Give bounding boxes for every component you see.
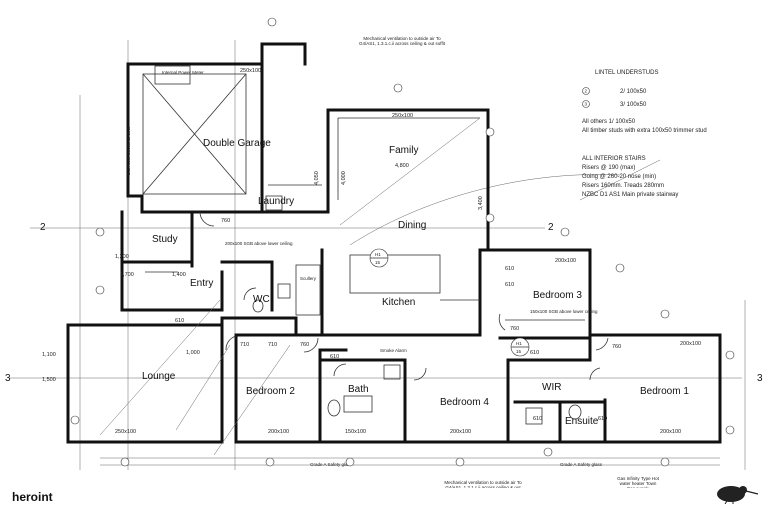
family-dining bbox=[326, 108, 490, 250]
annotations: 250x100 250x100 250x100 200x100 150x100 … bbox=[42, 68, 701, 467]
dim-4800: 4,800 bbox=[395, 163, 409, 169]
room-label-double-garage: Double Garage bbox=[203, 138, 271, 149]
bird-logo-icon bbox=[717, 486, 759, 504]
room-label-family: Family bbox=[389, 145, 418, 156]
dim-610-ensuite-b: 610 bbox=[598, 416, 607, 422]
room-label-ensuite: Ensuite bbox=[565, 416, 599, 427]
notes-bubble-3: 3 bbox=[585, 102, 588, 107]
laundry bbox=[194, 108, 330, 214]
garage-door: 2.3x4.8m Sectional door bbox=[126, 126, 131, 175]
lintel-bed1-top: 200x100 bbox=[680, 341, 701, 347]
dim-710-b: 710 bbox=[268, 342, 277, 348]
h1-label-2: H1 bbox=[516, 341, 522, 346]
room-label-entry: Entry bbox=[190, 278, 213, 289]
garage bbox=[126, 42, 307, 214]
dim-1200: 1,200 bbox=[115, 254, 129, 260]
watermark-bar bbox=[0, 488, 768, 512]
grade-a-bottom: Grade A Safety glass bbox=[310, 462, 353, 467]
lintel-family: 250x100 bbox=[392, 113, 413, 119]
study-entry bbox=[120, 210, 274, 312]
grade-a-bottom-2: Grade A Safety glass bbox=[560, 462, 603, 467]
lintel-bed1: 200x100 bbox=[660, 429, 681, 435]
h1-number-2: 15 bbox=[516, 349, 522, 354]
lintel-bed2: 200x100 bbox=[268, 429, 289, 435]
notes-going: Going @ 260-20 nose (min) bbox=[582, 174, 656, 180]
bedroom-3 bbox=[478, 248, 592, 340]
room-label-bedroom-2: Bedroom 2 bbox=[246, 386, 295, 397]
notes-item-2: 2/ 100x50 bbox=[620, 89, 647, 95]
lintel-bed3: 200x100 bbox=[555, 258, 576, 264]
south-wing bbox=[66, 316, 722, 444]
dim-3400: 3,400 bbox=[478, 196, 484, 210]
notes-stairs-title: ALL INTERIOR STAIRS bbox=[582, 156, 646, 162]
room-label-wir: WIR bbox=[542, 382, 561, 393]
room-labels: Double Garage Laundry Family Dining Stud… bbox=[142, 138, 689, 427]
dim-710-a: 710 bbox=[240, 342, 249, 348]
grid-markers: 2 2 3 3 bbox=[5, 222, 763, 384]
notes-bubble-2: 2 bbox=[585, 89, 588, 94]
dim-760-bed3: 760 bbox=[510, 326, 519, 332]
beam-sgb-2: 150x100 SGB above lower ceiling bbox=[530, 309, 598, 314]
room-label-bedroom-3: Bedroom 3 bbox=[533, 290, 582, 301]
notes-nzbc: NZBC D1 AS1 Main private stairway bbox=[582, 192, 678, 198]
wc-fixture bbox=[252, 283, 291, 313]
grid-3-right: 3 bbox=[757, 373, 763, 384]
smoke-alarm-bath: Smoke Alarm bbox=[380, 348, 407, 353]
room-label-bedroom-4: Bedroom 4 bbox=[440, 397, 489, 408]
dim-1700: 1,700 bbox=[120, 272, 134, 278]
mech-note-top: Mechanical ventilation to outside air To… bbox=[359, 36, 445, 46]
room-label-dining: Dining bbox=[398, 220, 426, 231]
room-label-bath: Bath bbox=[348, 384, 369, 395]
grid-2-left: 2 bbox=[40, 222, 46, 233]
notes-riser-treads: Risers 160mm. Treads 280mm bbox=[582, 183, 664, 189]
dim-760-bed1: 760 bbox=[612, 344, 621, 350]
dim-4050: 4,050 bbox=[314, 171, 320, 185]
room-label-lounge: Lounge bbox=[142, 371, 176, 382]
h1-marker: H1 15 H1 15 bbox=[369, 248, 530, 357]
dim-610-ensuite: 610 bbox=[533, 416, 542, 422]
room-label-wc: WC bbox=[253, 294, 270, 305]
dim-610-bed3-b: 610 bbox=[505, 282, 514, 288]
h1-number: 15 bbox=[375, 260, 381, 265]
dim-610-bed3-a: 610 bbox=[505, 266, 514, 272]
notes-risers: Risers @ 190 (max) bbox=[582, 165, 635, 171]
dim-760-laundry: 760 bbox=[221, 218, 230, 224]
window-markers bbox=[70, 17, 735, 467]
dim-1000: 1,000 bbox=[186, 350, 200, 356]
dim-610-bath: 610 bbox=[330, 354, 339, 360]
notes-title: LINTEL UNDERSTUDS bbox=[595, 70, 658, 76]
dim-760-bed2: 760 bbox=[300, 342, 309, 348]
grid-2-right: 2 bbox=[548, 222, 554, 233]
brand-watermark: heroint bbox=[12, 490, 53, 504]
h1-label: H1 bbox=[375, 252, 381, 257]
notes-all-timber: All timber studs with extra 100x50 trimm… bbox=[582, 128, 707, 134]
dim-610-wir: 610 bbox=[530, 350, 539, 356]
room-label-scullery: Scullery bbox=[300, 276, 317, 281]
dim-1500: 1,500 bbox=[42, 377, 56, 383]
grid-3-left: 3 bbox=[5, 373, 11, 384]
lintel-lounge: 250x100 bbox=[115, 429, 136, 435]
room-label-kitchen: Kitchen bbox=[382, 297, 415, 308]
lintel-bed4: 200x100 bbox=[450, 429, 471, 435]
bath-fixtures bbox=[327, 364, 582, 425]
dim-4000: 4,000 bbox=[341, 171, 347, 185]
room-label-study: Study bbox=[152, 234, 178, 245]
notes-item-3: 3/ 100x50 bbox=[620, 102, 647, 108]
dim-1400: 1,400 bbox=[172, 272, 186, 278]
beam-sgb: 200x100 SGB above lower ceiling bbox=[225, 241, 293, 246]
door-swings bbox=[199, 211, 609, 381]
notes-all-others: All others 1/ 100x50 bbox=[582, 119, 636, 125]
lintel-bath: 150x100 bbox=[345, 429, 366, 435]
dim-610-entry: 610 bbox=[175, 318, 184, 324]
dim-1100: 1,100 bbox=[42, 352, 56, 358]
room-label-laundry: Laundry bbox=[258, 196, 294, 207]
lintel-garage: 250x100 bbox=[240, 68, 261, 74]
room-label-bedroom-1: Bedroom 1 bbox=[640, 386, 689, 397]
diagonals bbox=[99, 117, 481, 456]
internal-meter: Internal Power Meter bbox=[162, 70, 204, 75]
